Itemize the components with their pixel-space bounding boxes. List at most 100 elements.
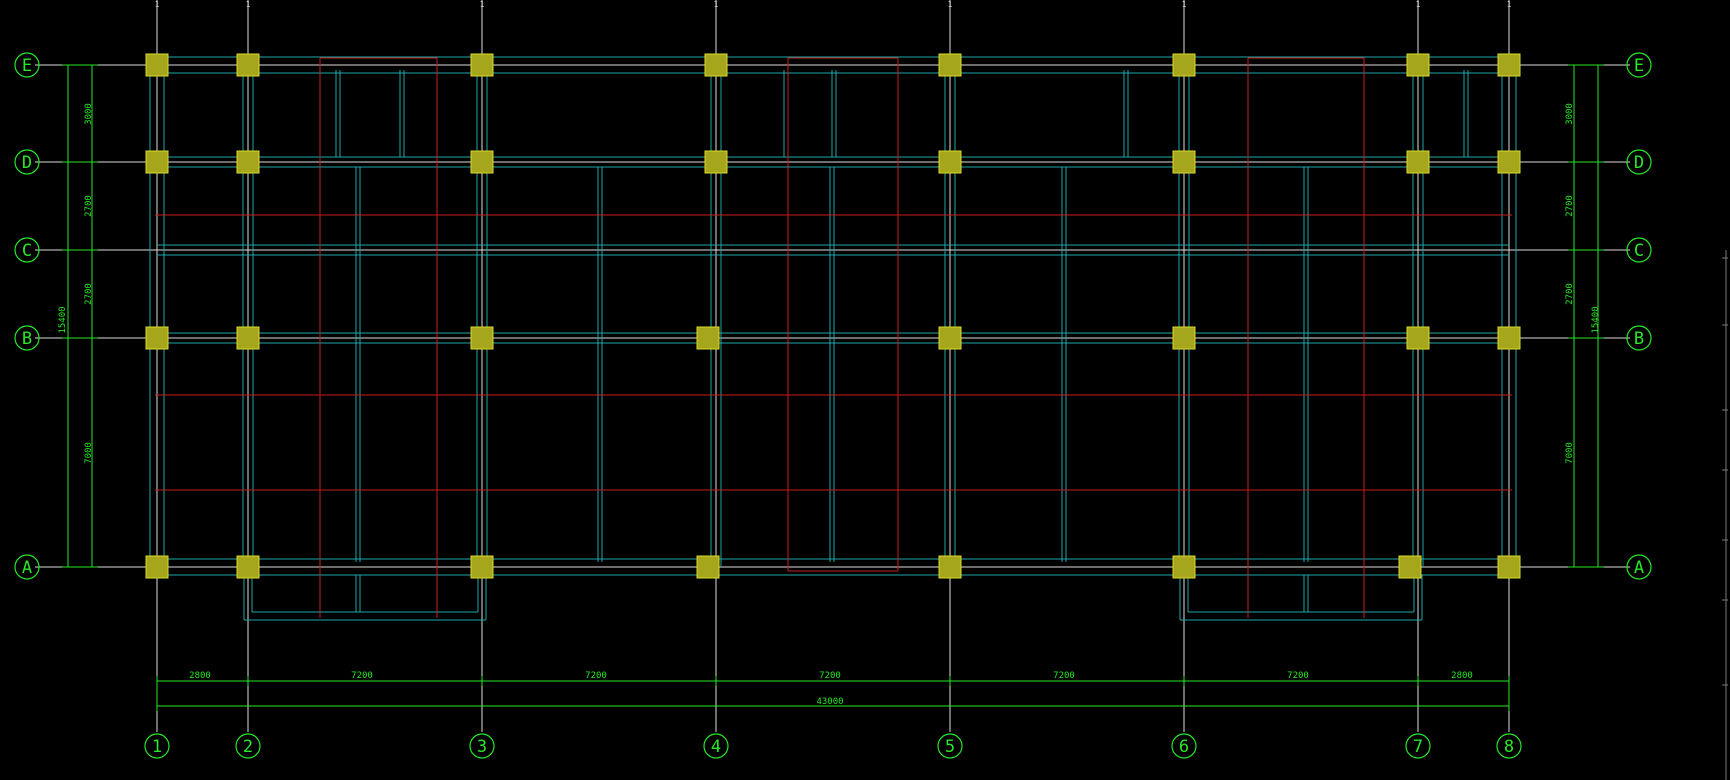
top-tick-label: 1 <box>480 0 485 9</box>
column <box>1497 555 1521 579</box>
axis-bubble-2: 2 <box>235 733 261 759</box>
column <box>938 326 962 350</box>
dim-segment-label: 7000 <box>84 442 94 464</box>
column-markers <box>145 53 1521 579</box>
axis-bubble-label: 3 <box>477 737 487 757</box>
axis-bubble-3: 3 <box>469 733 495 759</box>
axis-bubble-8: 8 <box>1496 733 1522 759</box>
axis-bubble-left-D: D <box>14 149 40 175</box>
axis-bubble-label: 6 <box>1179 737 1189 757</box>
dim-total-label: 43000 <box>816 697 843 707</box>
top-tick-label: 1 <box>246 0 251 9</box>
axis-bubble-label: 2 <box>243 737 253 757</box>
axis-bubble-label: 1 <box>152 737 162 757</box>
axis-bubble-label: C <box>22 241 32 261</box>
axis-bubble-right-B: B <box>1626 325 1652 351</box>
column <box>938 53 962 77</box>
column <box>236 150 260 174</box>
axis-bubble-label: A <box>22 558 32 578</box>
column <box>1406 326 1430 350</box>
column <box>938 150 962 174</box>
axis-bubble-6: 6 <box>1171 733 1197 759</box>
axis-bubble-label: D <box>1634 153 1644 173</box>
column <box>1172 555 1196 579</box>
dim-segment-label: 2700 <box>1565 195 1575 217</box>
axis-bubble-right-E: E <box>1626 52 1652 78</box>
axis-bubble-right-A: A <box>1626 554 1652 580</box>
dim-segment-label: 2700 <box>1565 283 1575 305</box>
column <box>1172 53 1196 77</box>
left-dimension-lines <box>62 64 98 568</box>
column <box>704 53 728 77</box>
column <box>236 555 260 579</box>
column <box>236 326 260 350</box>
axis-bubble-4: 4 <box>703 733 729 759</box>
dim-total-label: 15400 <box>1591 306 1601 333</box>
column <box>696 555 720 579</box>
column <box>1497 326 1521 350</box>
top-tick-label: 1 <box>948 0 953 9</box>
column <box>236 53 260 77</box>
axis-bubble-label: E <box>1634 56 1644 76</box>
top-tick-label: 1 <box>1182 0 1187 9</box>
axis-bubble-label: A <box>1634 558 1644 578</box>
dim-segment-label: 7200 <box>1053 671 1075 681</box>
column <box>938 555 962 579</box>
column <box>1172 326 1196 350</box>
dim-segment-label: 2800 <box>189 671 211 681</box>
column <box>1172 150 1196 174</box>
axis-bubble-label: 4 <box>711 737 721 757</box>
axis-bubble-1: 1 <box>144 733 170 759</box>
column <box>470 53 494 77</box>
dim-total-label: 15400 <box>58 306 68 333</box>
axis-bubble-label: B <box>22 329 32 349</box>
beam-lines <box>149 56 1517 621</box>
right-edge-panel-sliver <box>1722 250 1728 780</box>
column <box>470 326 494 350</box>
right-dimension-lines <box>1568 64 1604 568</box>
dim-segment-label: 7200 <box>819 671 841 681</box>
axis-bubble-label: B <box>1634 329 1644 349</box>
column <box>145 326 169 350</box>
column <box>1398 555 1422 579</box>
column <box>145 150 169 174</box>
column <box>470 150 494 174</box>
column <box>1406 53 1430 77</box>
dim-segment-label: 7200 <box>351 671 373 681</box>
column <box>696 326 720 350</box>
dim-segment-label: 7200 <box>585 671 607 681</box>
axis-bubble-label: E <box>22 56 32 76</box>
axis-bubble-left-E: E <box>14 52 40 78</box>
red-reference-lines <box>155 57 1512 618</box>
axis-bubble-label: C <box>1634 241 1644 261</box>
dim-segment-label: 3000 <box>1565 103 1575 125</box>
dim-segment-label: 7200 <box>1287 671 1309 681</box>
axis-bubble-left-A: A <box>14 554 40 580</box>
axis-bubble-label: 8 <box>1504 737 1514 757</box>
dim-segment-label: 7000 <box>1565 442 1575 464</box>
axis-bubble-label: D <box>22 153 32 173</box>
column <box>145 53 169 77</box>
axis-bubble-label: 5 <box>945 737 955 757</box>
axis-bubble-right-D: D <box>1626 149 1652 175</box>
column <box>145 555 169 579</box>
axis-bubble-left-B: B <box>14 325 40 351</box>
top-tick-label: 1 <box>714 0 719 9</box>
axis-bubble-left-C: C <box>14 237 40 263</box>
axis-bubble-label: 7 <box>1413 737 1423 757</box>
dim-segment-label: 3000 <box>84 103 94 125</box>
dim-segment-label: 2800 <box>1451 671 1473 681</box>
column <box>1497 53 1521 77</box>
column <box>470 555 494 579</box>
top-tick-label: 1 <box>155 0 160 9</box>
bottom-dimension-lines <box>156 676 1510 711</box>
axis-bubble-5: 5 <box>937 733 963 759</box>
axis-bubble-7: 7 <box>1405 733 1431 759</box>
dim-segment-label: 2700 <box>84 283 94 305</box>
column <box>1406 150 1430 174</box>
dim-segment-label: 2700 <box>84 195 94 217</box>
column <box>704 150 728 174</box>
